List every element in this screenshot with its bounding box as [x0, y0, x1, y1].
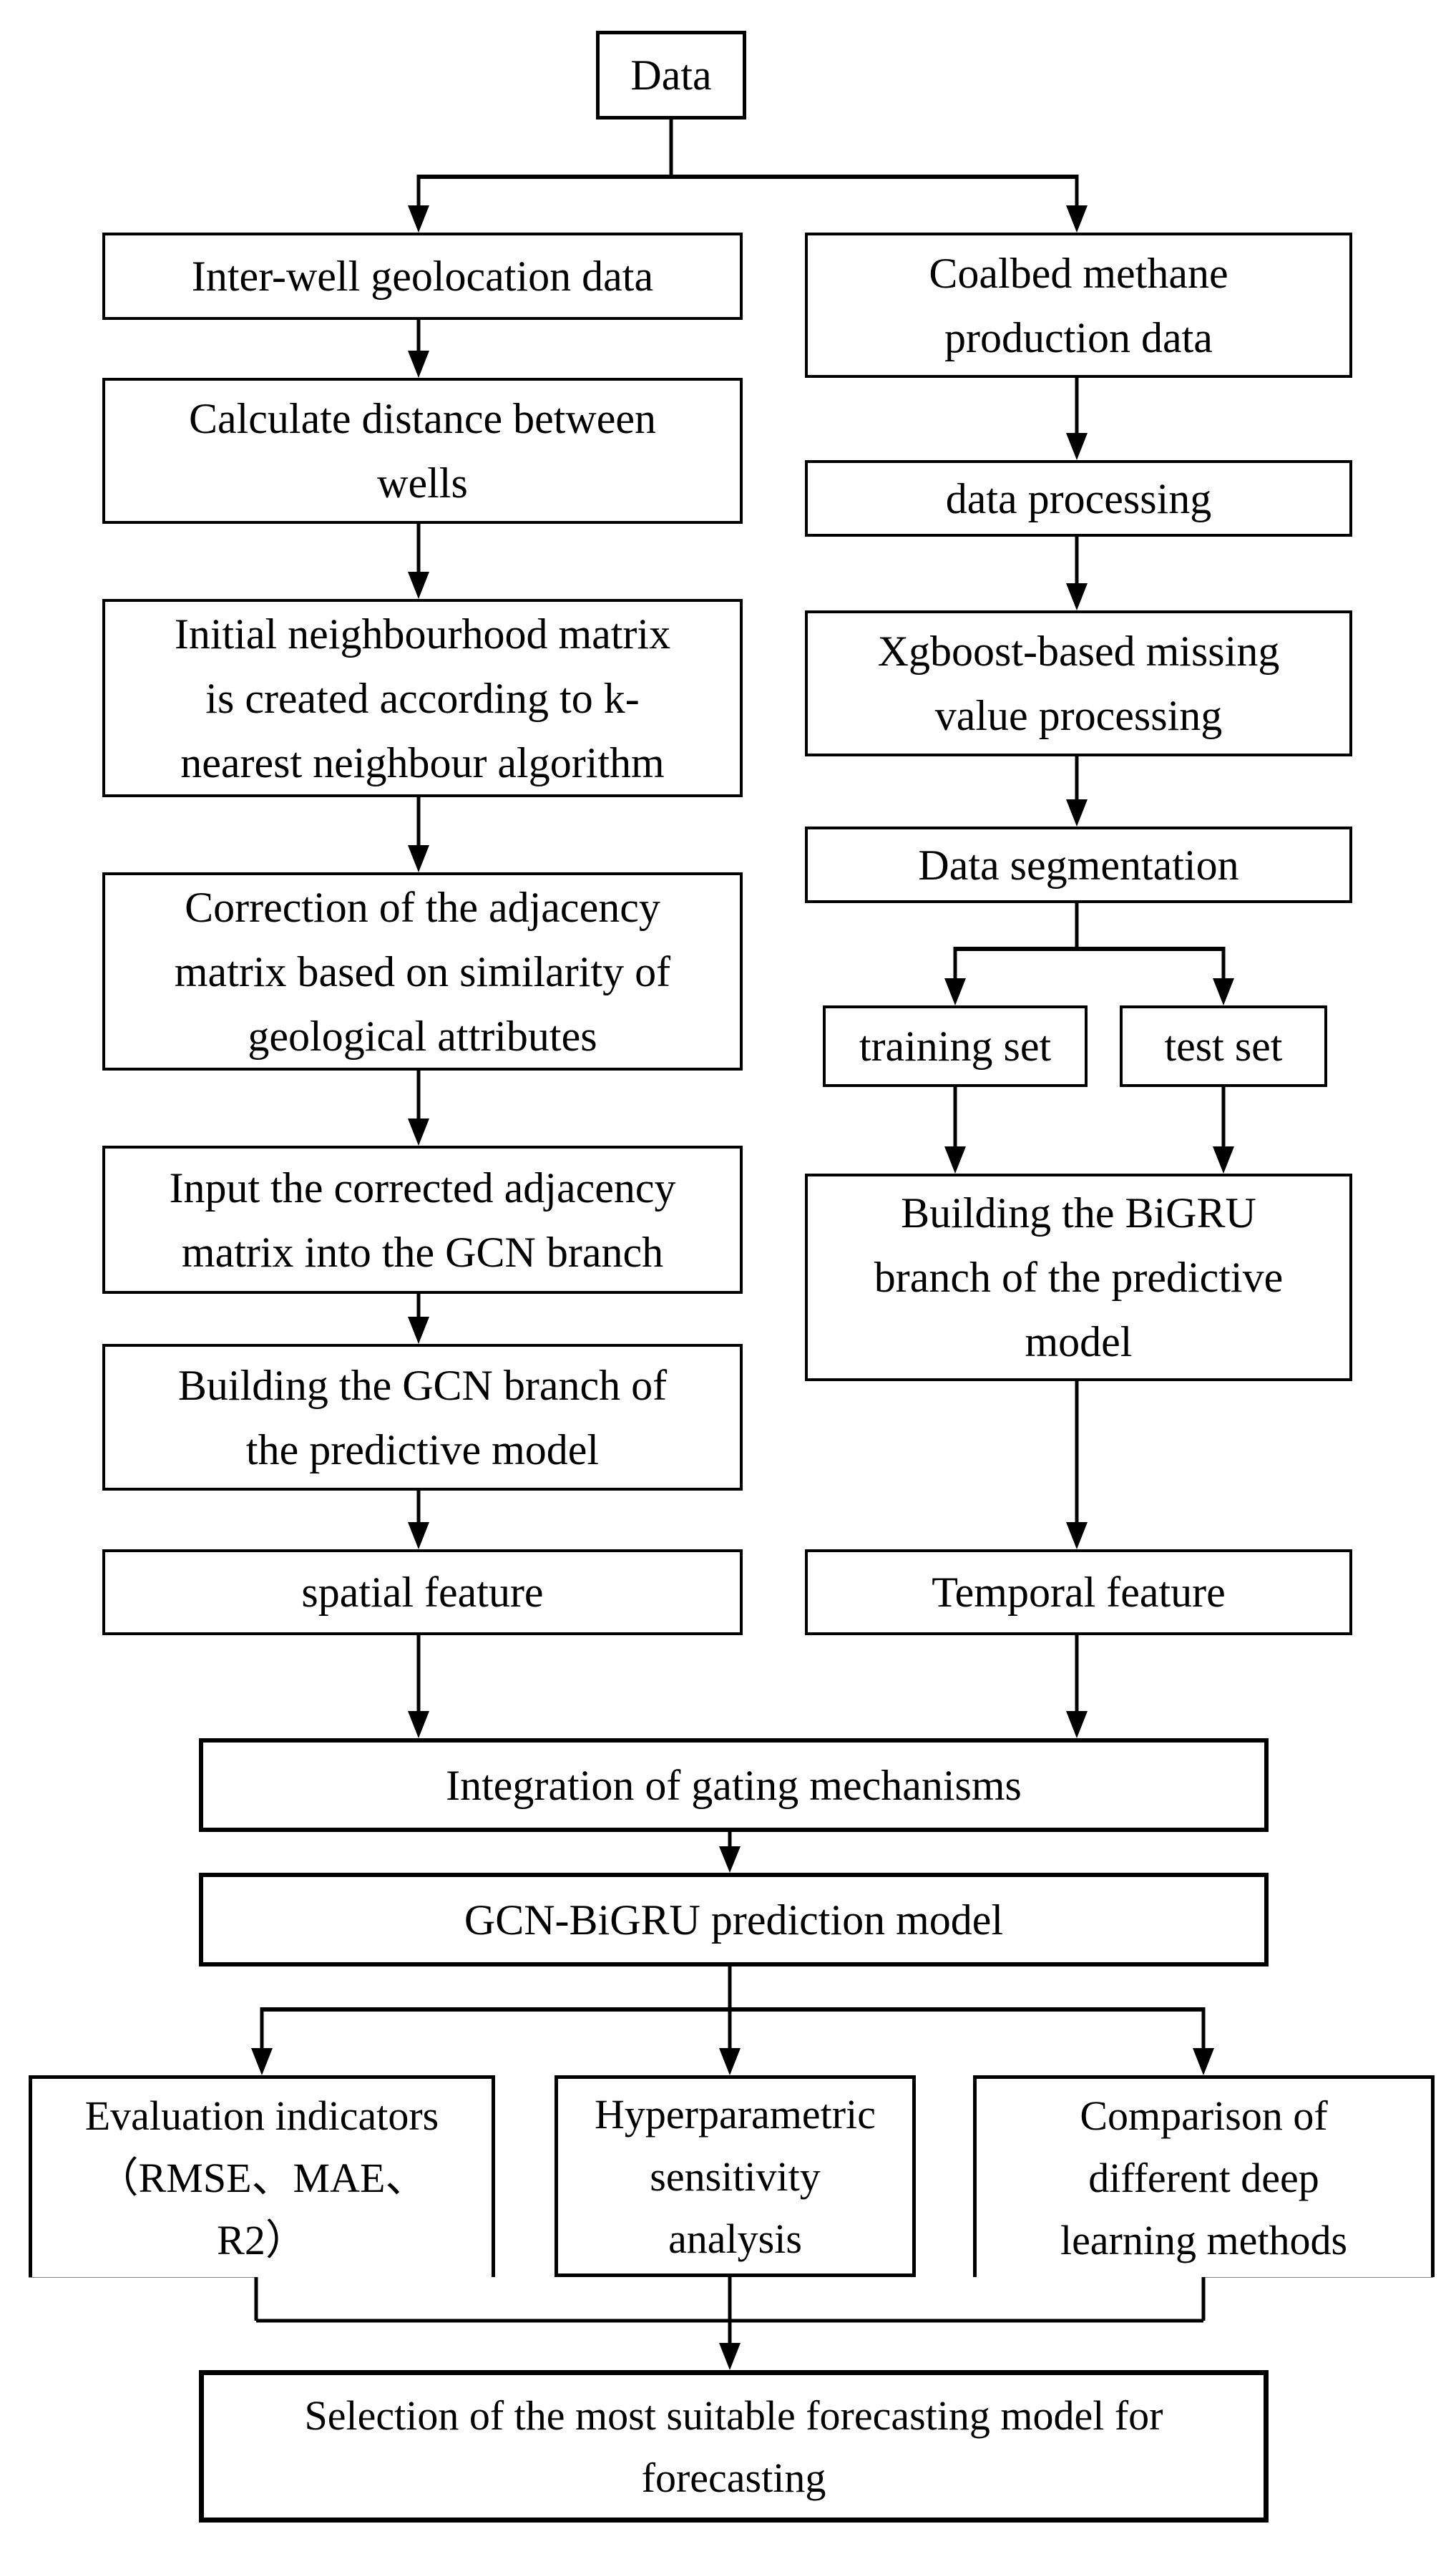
node-adjacency-correction: Correction of the adjacency matrix based… [102, 872, 743, 1071]
edge-segmentation-split [944, 903, 1234, 1005]
edge-initialmatrix-correction [408, 797, 429, 872]
edge-integration-gcnbigru [719, 1832, 741, 1873]
node-interwell-geolocation-data: Inter-well geolocation data [102, 233, 743, 320]
edge-bigru-temporal [1066, 1381, 1088, 1549]
edge-temporal-integration [1066, 1635, 1088, 1738]
node-initial-neighbourhood-matrix: Initial neighbourhood matrix is created … [102, 599, 743, 797]
edge-calcdistance-initialmatrix [408, 524, 429, 599]
edge-interwell-calcdistance [408, 320, 429, 378]
edge-processing-xgboost [1066, 537, 1088, 610]
node-test-set: test set [1120, 1005, 1327, 1087]
edge-gcnbigru-split [251, 1966, 1214, 2075]
node-xgboost-missing-value: Xgboost-based missing value processing [805, 610, 1352, 756]
node-building-gcn-branch: Building the GCN branch of the predictiv… [102, 1344, 743, 1491]
edge-test-bigru [1213, 1087, 1234, 1174]
edge-spatial-integration [408, 1635, 429, 1738]
node-temporal-feature: Temporal feature [805, 1549, 1352, 1635]
edge-coalbed-processing [1066, 378, 1088, 460]
edge-xgboost-segmentation [1066, 756, 1088, 827]
node-hyperparametric-sensitivity: Hyperparametric sensitivity analysis [554, 2075, 916, 2277]
node-data-segmentation: Data segmentation [805, 827, 1352, 903]
node-gcn-bigru-model: GCN-BiGRU prediction model [199, 1873, 1269, 1966]
edge-training-bigru [944, 1087, 966, 1174]
node-training-set: training set [823, 1005, 1088, 1087]
edge-buildinggcn-spatial [408, 1491, 429, 1549]
node-comparison-deep-learning: Comparison of different deep learning me… [973, 2075, 1435, 2277]
node-input-adjacency-gcn: Input the corrected adjacency matrix int… [102, 1146, 743, 1294]
node-evaluation-indicators: Evaluation indicators （RMSE、MAE、 R2） [29, 2075, 495, 2277]
edge-data-split [408, 120, 1088, 233]
node-building-bigru-branch: Building the BiGRU branch of the predict… [805, 1174, 1352, 1381]
edge-correction-inputgcn [408, 1071, 429, 1146]
node-integration-gating: Integration of gating mechanisms [199, 1738, 1269, 1832]
edge-converge-selection [29, 2273, 1433, 2370]
node-calculate-distance: Calculate distance between wells [102, 378, 743, 524]
node-data: Data [596, 31, 746, 120]
node-selection-forecasting-model: Selection of the most suitable forecasti… [199, 2370, 1269, 2523]
edge-inputgcn-buildinggcn [408, 1294, 429, 1344]
node-data-processing: data processing [805, 460, 1352, 537]
node-spatial-feature: spatial feature [102, 1549, 743, 1635]
node-coalbed-production-data: Coalbed methane production data [805, 233, 1352, 378]
